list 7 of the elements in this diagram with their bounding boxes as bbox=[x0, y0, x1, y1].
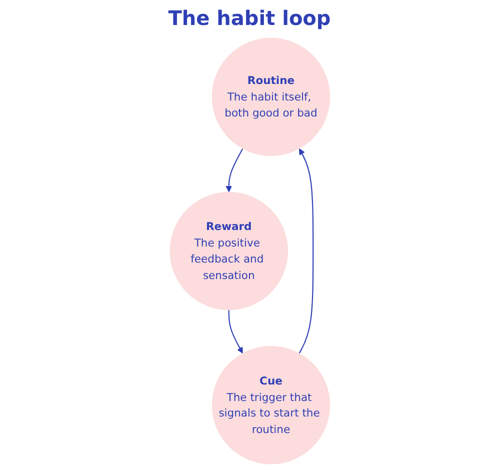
node-circle: Reward The positive feedback and sensation bbox=[169, 192, 288, 310]
arrow bbox=[228, 310, 242, 354]
diagram-title: The habit loop bbox=[168, 6, 331, 30]
node-circle: Cue The trigger that signals to start the routine bbox=[211, 346, 330, 464]
arrow bbox=[225, 148, 243, 192]
arrow bbox=[298, 148, 314, 354]
node-circle: Routine The habit itself, both good or bad bbox=[211, 38, 330, 156]
